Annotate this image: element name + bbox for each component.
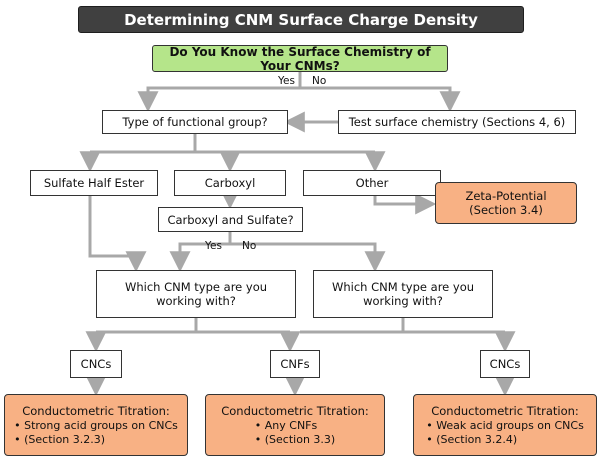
- arrow-cs-no: [230, 242, 386, 273]
- method-left-list: Strong acid groups on CNCs (Section 3.2.…: [14, 419, 178, 447]
- no-label: No: [312, 75, 327, 87]
- cncs-left-node: CNCs: [70, 350, 122, 378]
- arrow-cs-yes: [169, 232, 232, 273]
- which-right-node: Which CNM type are you working with?: [313, 270, 493, 318]
- type-group-node: Type of functional group?: [102, 110, 288, 134]
- list-item: (Section 3.3): [255, 433, 335, 447]
- arrow-type-branches: [90, 134, 375, 154]
- list-item: (Section 3.2.3): [14, 433, 178, 447]
- list-item: Any CNFs: [255, 419, 335, 433]
- method-left-title: Conductometric Titration:: [22, 403, 170, 418]
- method-mid-node: Conductometric Titration: Any CNFs (Sect…: [205, 394, 385, 456]
- list-item: Weak acid groups on CNCs: [426, 419, 584, 433]
- list-item: (Section 3.2.4): [426, 433, 584, 447]
- method-mid-title: Conductometric Titration:: [221, 403, 369, 418]
- list-item: Strong acid groups on CNCs: [14, 419, 178, 433]
- arrow-wr-branches: [300, 318, 505, 334]
- arrow-sulfate-to-which: [88, 196, 147, 273]
- arrow-other-to-zeta: [373, 193, 437, 215]
- cncs-right-node: CNCs: [480, 350, 530, 378]
- start-node: Do You Know the Surface Chemistry of You…: [152, 45, 448, 73]
- arrow-wl-branches: [96, 318, 290, 334]
- carboxyl-node: Carboxyl: [174, 170, 286, 196]
- arrow-yes: [137, 72, 302, 113]
- method-mid-list: Any CNFs (Section 3.3): [255, 419, 335, 447]
- sulfate-node: Sulfate Half Ester: [30, 170, 158, 196]
- other-node: Other: [303, 170, 441, 196]
- cnfs-node: CNFs: [270, 350, 320, 378]
- zeta-potential-node: Zeta-Potential (Section 3.4): [435, 182, 577, 224]
- zeta-title: Zeta-Potential: [465, 189, 547, 203]
- test-chemistry-node: Test surface chemistry (Sections 4, 6): [338, 110, 576, 134]
- page-title: Determining CNM Surface Charge Density: [78, 6, 524, 33]
- method-right-title: Conductometric Titration:: [431, 403, 579, 418]
- zeta-section: (Section 3.4): [469, 203, 543, 217]
- cs-yes-label: Yes: [205, 240, 222, 252]
- which-left-node: Which CNM type are you working with?: [96, 270, 296, 318]
- yes-label: Yes: [278, 75, 295, 87]
- method-right-list: Weak acid groups on CNCs (Section 3.2.4): [426, 419, 584, 447]
- carb-sulf-node: Carboxyl and Sulfate?: [158, 207, 303, 232]
- method-left-node: Conductometric Titration: Strong acid gr…: [4, 394, 188, 456]
- method-right-node: Conductometric Titration: Weak acid grou…: [413, 394, 597, 456]
- cs-no-label: No: [242, 240, 257, 252]
- arrow-no: [300, 86, 461, 113]
